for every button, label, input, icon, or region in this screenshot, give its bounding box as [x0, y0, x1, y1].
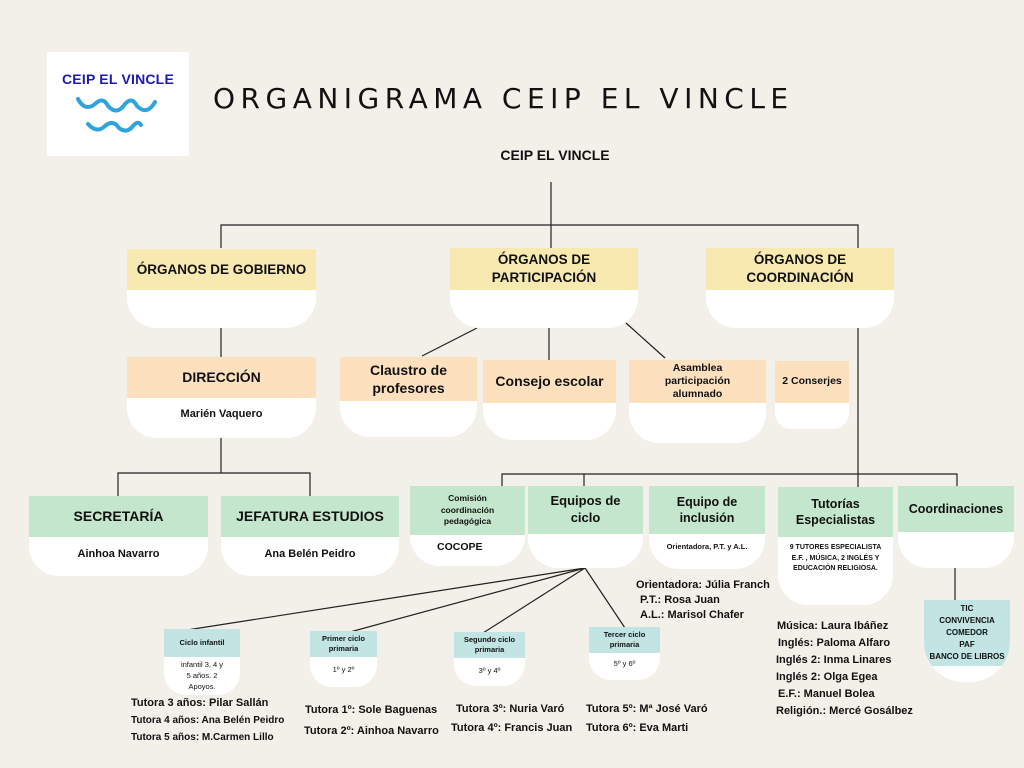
tutor-line: Tutora 4 años: Ana Belén Peidro	[131, 715, 285, 726]
connector	[186, 567, 586, 631]
coordinaciones-items: TIC CONVIVENCIA COMEDOR PAF BANCO DE LIB…	[924, 600, 1010, 666]
node-direccion: DIRECCIÓN Marién Vaquero	[127, 357, 316, 438]
node-title: ÓRGANOS DE GOBIERNO	[127, 249, 316, 290]
staff-line: P.T.: Rosa Juan	[640, 594, 720, 606]
node-organos-participacion: ÓRGANOS DE PARTICIPACIÓN	[450, 248, 638, 328]
node-title: Tercer ciclo primaria	[589, 627, 660, 653]
root-node-label: CEIP EL VINCLE	[500, 147, 610, 163]
node-title: Segundo ciclo primaria	[454, 632, 525, 658]
coordinacion-item: COMEDOR	[946, 628, 988, 637]
node-coordinaciones: Coordinaciones	[898, 486, 1014, 568]
tutors-primer-ciclo: Tutora 1º: Sole Baguenas Tutora 2º: Ainh…	[304, 700, 439, 742]
node-organos-gobierno: ÓRGANOS DE GOBIERNO	[127, 249, 316, 328]
node-title: Coordinaciones	[898, 486, 1014, 532]
node-tutorias-especialistas: Tutorías Especialistas 9 TUTORES ESPECIA…	[778, 487, 893, 605]
specialist-line: Religión.: Mercé Gosálbez	[776, 705, 913, 717]
node-person: Ainhoa Navarro	[77, 548, 160, 560]
node-secretaria: SECRETARÍA Ainhoa Navarro	[29, 496, 208, 576]
node-jefatura-estudios: JEFATURA ESTUDIOS Ana Belén Peidro	[221, 496, 399, 576]
node-title: Consejo escolar	[483, 360, 616, 403]
node-body: Orientadora, P.T. y A.L.	[666, 542, 748, 551]
tutor-line: Tutora 6º: Eva Marti	[586, 722, 689, 734]
node-consejo-escolar: Consejo escolar	[483, 360, 616, 440]
tutors-tercer-ciclo: Tutora 5º: Mª José Varó Tutora 6º: Eva M…	[586, 700, 708, 738]
node-title: Primer ciclo primaria	[310, 631, 377, 657]
waves-icon	[76, 97, 157, 133]
specialist-line: Música: Laura Ibáñez	[777, 620, 889, 632]
node-title: Equipos de ciclo	[528, 486, 643, 534]
node-equipos-ciclo: Equipos de ciclo	[528, 486, 643, 568]
tutor-line: Tutora 3 años: Pilar Sallán	[131, 697, 269, 709]
node-title: Tutorías Especialistas	[778, 487, 893, 537]
staff-line: A.L.: Marisol Chafer	[640, 609, 744, 621]
tutors-infantil: Tutora 3 años: Pilar Sallán Tutora 4 año…	[131, 695, 284, 746]
node-body: 9 TUTORES ESPECIALISTA E.F. , MÚSICA, 2 …	[789, 544, 882, 572]
coordinacion-item: TIC	[960, 604, 974, 613]
coordinacion-item: CONVIVENCIA	[939, 616, 995, 625]
specialist-line: Inglés 2: Inma Linares	[776, 654, 892, 666]
node-title: Asamblea participación alumnado	[629, 360, 766, 403]
specialist-line: E.F.: Manuel Bolea	[778, 688, 875, 700]
node-cocope: Comisión coordinación pedagógica COCOPE	[410, 486, 525, 566]
tutor-line: Tutora 3º: Nuria Varó	[456, 703, 565, 715]
inclusion-staff-list: Orientadora: Júlia Franch P.T.: Rosa Jua…	[636, 578, 770, 623]
node-title: Comisión coordinación pedagógica	[410, 486, 525, 535]
tutor-line: Tutora 5º: Mª José Varó	[586, 703, 708, 715]
staff-line: Orientadora: Júlia Franch	[636, 579, 770, 591]
connector	[220, 224, 859, 248]
node-primer-ciclo: Primer ciclo primaria 1º y 2º	[310, 631, 377, 687]
node-title: Claustro de profesores	[340, 357, 477, 401]
node-coordinaciones-list: TIC CONVIVENCIA COMEDOR PAF BANCO DE LIB…	[924, 600, 1010, 682]
node-title: ÓRGANOS DE COORDINACIÓN	[706, 248, 894, 290]
node-title: Equipo de inclusión	[649, 486, 765, 534]
connector	[584, 567, 626, 629]
school-logo: CEIP EL VINCLE	[47, 52, 189, 156]
node-person: Marién Vaquero	[180, 408, 263, 420]
node-body: 3º y 4º	[478, 666, 501, 675]
node-body: COCOPE	[437, 541, 483, 553]
node-asamblea: Asamblea participación alumnado	[629, 360, 766, 443]
coordinacion-item: BANCO DE LIBROS	[929, 652, 1005, 661]
logo-text: CEIP EL VINCLE	[62, 71, 174, 87]
node-title: JEFATURA ESTUDIOS	[221, 496, 399, 537]
connector	[421, 327, 478, 357]
tutor-line: Tutora 2º: Ainhoa Navarro	[304, 725, 439, 737]
node-title: SECRETARÍA	[29, 496, 208, 537]
tutor-line: Tutora 1º: Sole Baguenas	[305, 704, 438, 716]
node-segundo-ciclo: Segundo ciclo primaria 3º y 4º	[454, 632, 525, 686]
node-body: 1º y 2º	[332, 665, 355, 674]
coordinacion-item: PAF	[959, 640, 975, 649]
node-person: Ana Belén Peidro	[264, 548, 356, 560]
tutors-segundo-ciclo: Tutora 3º: Nuria Varó Tutora 4º: Francis…	[451, 700, 572, 738]
specialists-list: Música: Laura Ibáñez Inglés: Paloma Alfa…	[776, 618, 913, 720]
node-body: infantil 3, 4 y 5 años. 2 Apoyos.	[180, 660, 224, 691]
connector	[625, 322, 666, 359]
node-title: DIRECCIÓN	[127, 357, 316, 398]
connector	[349, 567, 586, 633]
specialist-line: Inglés 2: Olga Egea	[776, 671, 878, 683]
tutor-line: Tutora 5 años: M.Carmen Lillo	[131, 732, 274, 743]
node-tercer-ciclo: Tercer ciclo primaria 5º y 6º	[589, 627, 660, 680]
node-conserjes: 2 Conserjes	[775, 361, 849, 429]
node-body: 5º y 6º	[613, 659, 636, 668]
page-title: ORGANIGRAMA CEIP EL VINCLE	[213, 82, 794, 115]
node-organos-coordinacion: ÓRGANOS DE COORDINACIÓN	[706, 248, 894, 328]
node-title: ÓRGANOS DE PARTICIPACIÓN	[450, 248, 638, 290]
specialist-line: Inglés: Paloma Alfaro	[778, 637, 891, 649]
node-title: Ciclo infantil	[164, 629, 240, 657]
node-equipo-inclusion: Equipo de inclusión Orientadora, P.T. y …	[649, 486, 765, 569]
connector	[482, 567, 586, 634]
node-claustro: Claustro de profesores	[340, 357, 477, 437]
connector	[117, 472, 311, 497]
tutor-line: Tutora 4º: Francis Juan	[451, 722, 573, 734]
node-title: 2 Conserjes	[775, 361, 849, 403]
node-ciclo-infantil: Ciclo infantil infantil 3, 4 y 5 años. 2…	[164, 629, 240, 695]
